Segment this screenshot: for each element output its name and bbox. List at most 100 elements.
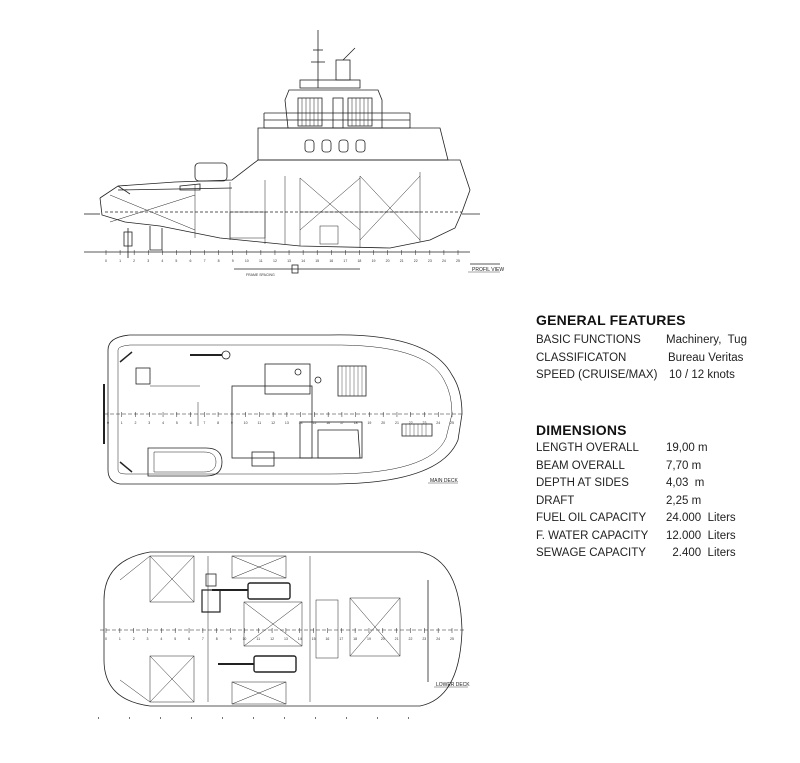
frame-number: 4 bbox=[161, 259, 163, 263]
frame-number: 22 bbox=[414, 259, 418, 263]
frame-number: 4 bbox=[162, 421, 164, 425]
frame-number: 13 bbox=[285, 421, 289, 425]
spec-row-beam-overall: BEAM OVERALL 7,70 m bbox=[536, 459, 701, 478]
spec-label: BEAM OVERALL bbox=[536, 459, 625, 472]
profile-frame-ticks bbox=[105, 250, 459, 255]
lower-deck-label: LOWER DECK bbox=[436, 682, 470, 688]
dimensions-heading: DIMENSIONS bbox=[536, 422, 627, 438]
frame-number: 9 bbox=[231, 421, 233, 425]
spec-label: DRAFT bbox=[536, 494, 575, 507]
spec-value: 4,03 m bbox=[666, 477, 705, 489]
frame-number: 7 bbox=[204, 259, 206, 263]
frame-number: 5 bbox=[176, 421, 178, 425]
spec-value: Bureau Veritas bbox=[668, 351, 744, 364]
frame-number: 1 bbox=[121, 421, 123, 425]
frame-number: 23 bbox=[423, 421, 427, 425]
frame-number: 13 bbox=[287, 259, 291, 263]
frame-number: 12 bbox=[271, 421, 275, 425]
frame-number: 2 bbox=[135, 421, 137, 425]
frame-number: 0 bbox=[105, 259, 107, 263]
frame-number: 19 bbox=[372, 259, 376, 263]
main-deck-plan bbox=[103, 334, 463, 485]
frame-number: 10 bbox=[242, 637, 246, 641]
frame-number: 25 bbox=[450, 421, 454, 425]
main-deck-frame-ticks bbox=[107, 412, 453, 417]
frame-number: 20 bbox=[381, 637, 385, 641]
frame-number: 22 bbox=[409, 421, 413, 425]
frame-number: 25 bbox=[450, 637, 454, 641]
frame-number: 18 bbox=[354, 421, 358, 425]
profile-view-label: PROFIL VIEW bbox=[472, 267, 504, 273]
spec-label: FUEL OIL CAPACITY bbox=[536, 512, 647, 524]
general-features-section: GENERAL FEATURES BASIC FUNCTIONS Machine… bbox=[536, 312, 747, 387]
frame-number: 10 bbox=[244, 421, 248, 425]
spec-label: SPEED (CRUISE/MAX) bbox=[536, 369, 658, 381]
frame-number: 2 bbox=[133, 637, 135, 641]
dimensions-section: DIMENSIONS LENGTH OVERALL 19,00 m BEAM O… bbox=[536, 422, 736, 565]
frame-number: 12 bbox=[270, 637, 274, 641]
frame-number: 22 bbox=[409, 637, 413, 641]
frame-number: 16 bbox=[329, 259, 333, 263]
spec-value: 2.400 Liters bbox=[666, 547, 736, 559]
frame-number: 17 bbox=[343, 259, 347, 263]
frame-number: 9 bbox=[232, 259, 234, 263]
frame-number: 1 bbox=[119, 637, 121, 641]
frame-number: 20 bbox=[386, 259, 390, 263]
frame-number: 15 bbox=[315, 259, 319, 263]
frame-number: 16 bbox=[325, 637, 329, 641]
frame-number: 4 bbox=[160, 637, 162, 641]
frame-number: 24 bbox=[436, 637, 440, 641]
frame-number: 1 bbox=[119, 259, 121, 263]
spec-row-fresh-water-capacity: F. WATER CAPACITY 12.000 Liters bbox=[536, 530, 736, 548]
frame-number: 11 bbox=[258, 421, 262, 425]
spec-label: F. WATER CAPACITY bbox=[536, 529, 649, 542]
frame-number: 8 bbox=[217, 421, 219, 425]
frame-number: 11 bbox=[259, 259, 263, 263]
spec-row-speed: SPEED (CRUISE/MAX) 10 / 12 knots bbox=[536, 369, 735, 387]
spec-value: 2,25 m bbox=[666, 494, 702, 507]
frame-number: 25 bbox=[456, 259, 460, 263]
frame-number: 19 bbox=[367, 421, 371, 425]
frame-number: 18 bbox=[357, 259, 361, 263]
frame-number: 17 bbox=[340, 421, 344, 425]
frame-number: 5 bbox=[175, 259, 177, 263]
spec-label: DEPTH AT SIDES bbox=[536, 477, 629, 489]
frame-number: 15 bbox=[312, 637, 316, 641]
frame-number: 8 bbox=[216, 637, 218, 641]
frame-number: 21 bbox=[400, 259, 404, 263]
spec-row-length-overall: LENGTH OVERALL 19,00 m bbox=[536, 442, 708, 460]
frame-number: 15 bbox=[312, 421, 316, 425]
frame-spacing-label: FRAME SPACING bbox=[246, 273, 275, 277]
spec-label: CLASSIFICATON bbox=[536, 351, 627, 364]
frame-number: 3 bbox=[147, 637, 149, 641]
frame-number: 6 bbox=[188, 637, 190, 641]
frame-number: 17 bbox=[339, 637, 343, 641]
spec-value: 19,00 m bbox=[666, 442, 708, 454]
frame-number: 8 bbox=[218, 259, 220, 263]
lower-deck-frame-ticks bbox=[105, 628, 453, 633]
frame-number: 14 bbox=[299, 421, 303, 425]
frame-number: 14 bbox=[301, 259, 305, 263]
frame-number: 9 bbox=[230, 637, 232, 641]
lower-deck-plan bbox=[98, 551, 466, 719]
frame-number: 20 bbox=[381, 421, 385, 425]
frame-number: 5 bbox=[174, 637, 176, 641]
spec-value: 24.000 Liters bbox=[666, 512, 736, 524]
spec-value: 7,70 m bbox=[666, 459, 702, 472]
frame-number: 13 bbox=[284, 637, 288, 641]
general-features-heading: GENERAL FEATURES bbox=[536, 312, 686, 328]
frame-number: 12 bbox=[273, 259, 277, 263]
spec-row-classification: CLASSIFICATON Bureau Veritas bbox=[536, 351, 743, 370]
frame-number: 2 bbox=[133, 259, 135, 263]
frame-number: 19 bbox=[367, 637, 371, 641]
frame-number: 6 bbox=[190, 421, 192, 425]
frame-number: 21 bbox=[395, 421, 399, 425]
frame-number: 23 bbox=[422, 637, 426, 641]
spec-row-draft: DRAFT 2,25 m bbox=[536, 494, 701, 513]
spec-label: BASIC FUNCTIONS bbox=[536, 334, 641, 346]
spec-value: Machinery, Tug bbox=[666, 334, 747, 346]
frame-number: 14 bbox=[298, 637, 302, 641]
spec-row-fuel-oil-capacity: FUEL OIL CAPACITY 24.000 Liters bbox=[536, 512, 736, 530]
spec-row-basic-functions: BASIC FUNCTIONS Machinery, Tug bbox=[536, 334, 747, 352]
spec-value: 12.000 Liters bbox=[666, 529, 736, 542]
